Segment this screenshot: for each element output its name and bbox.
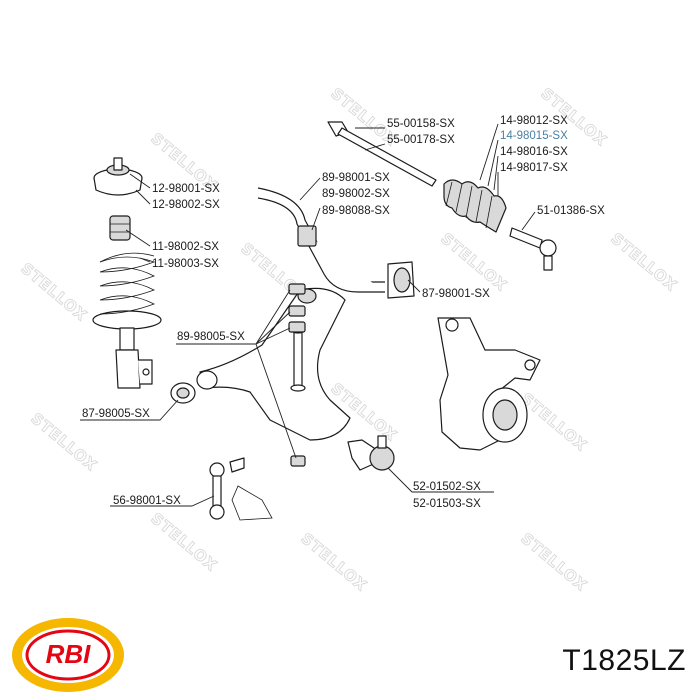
label-14-98015: 14-98015-SX <box>500 130 568 142</box>
rbi-brand-logo: RBI <box>12 618 124 692</box>
bushing-stack <box>288 283 306 467</box>
ball-joint <box>347 435 395 471</box>
label-89-98005: 89-98005-SX <box>177 331 245 343</box>
label-52-01502: 52-01502-SX <box>413 481 481 493</box>
watermark-text: STELLOX <box>517 389 590 455</box>
strut-top-mount <box>93 157 143 196</box>
part-number: T1825LZ <box>562 644 686 677</box>
inner-tie-rod <box>327 121 437 187</box>
callout-labels: 55-00158-SX 55-00178-SX 14-98012-SX 14-9… <box>80 115 605 510</box>
watermark-text: STELLOX <box>297 529 370 595</box>
label-51-01386: 51-01386-SX <box>537 205 605 217</box>
label-55-00158: 55-00158-SX <box>387 118 455 130</box>
label-14-98017: 14-98017-SX <box>500 162 568 174</box>
label-56-98001: 56-98001-SX <box>113 495 181 507</box>
label-14-98016: 14-98016-SX <box>500 146 568 158</box>
label-14-98012: 14-98012-SX <box>500 115 568 127</box>
stabilizer-bar <box>257 187 415 299</box>
label-87-98001: 87-98001-SX <box>422 288 490 300</box>
tie-rod-end <box>509 227 557 271</box>
steering-knuckle <box>437 317 541 451</box>
logo-text: RBI <box>46 639 92 669</box>
arm-bushing <box>170 382 196 404</box>
label-11-98003: 11-98003-SX <box>152 258 219 270</box>
label-12-98002: 12-98002-SX <box>152 199 220 211</box>
label-12-98001: 12-98001-SX <box>152 183 220 195</box>
steering-boot <box>443 179 507 233</box>
label-11-98002: 11-98002-SX <box>152 241 219 253</box>
label-89-98088: 89-98088-SX <box>322 205 390 217</box>
label-89-98001: 89-98001-SX <box>322 172 390 184</box>
watermark-text: STELLOX <box>517 529 590 595</box>
watermark-text: STELLOX <box>147 509 220 575</box>
watermark-text: STELLOX <box>607 229 680 295</box>
label-87-98005: 87-98005-SX <box>82 408 150 420</box>
label-89-98002: 89-98002-SX <box>322 188 390 200</box>
watermark-text: STELLOX <box>437 229 510 295</box>
coil-spring-strut <box>92 252 162 389</box>
stabilizer-link <box>209 457 273 521</box>
label-52-01503: 52-01503-SX <box>413 498 481 510</box>
label-55-00178: 55-00178-SX <box>387 134 455 146</box>
bump-stop <box>109 215 131 241</box>
lower-control-arm <box>196 287 351 441</box>
watermark-text: STELLOX <box>17 259 90 325</box>
